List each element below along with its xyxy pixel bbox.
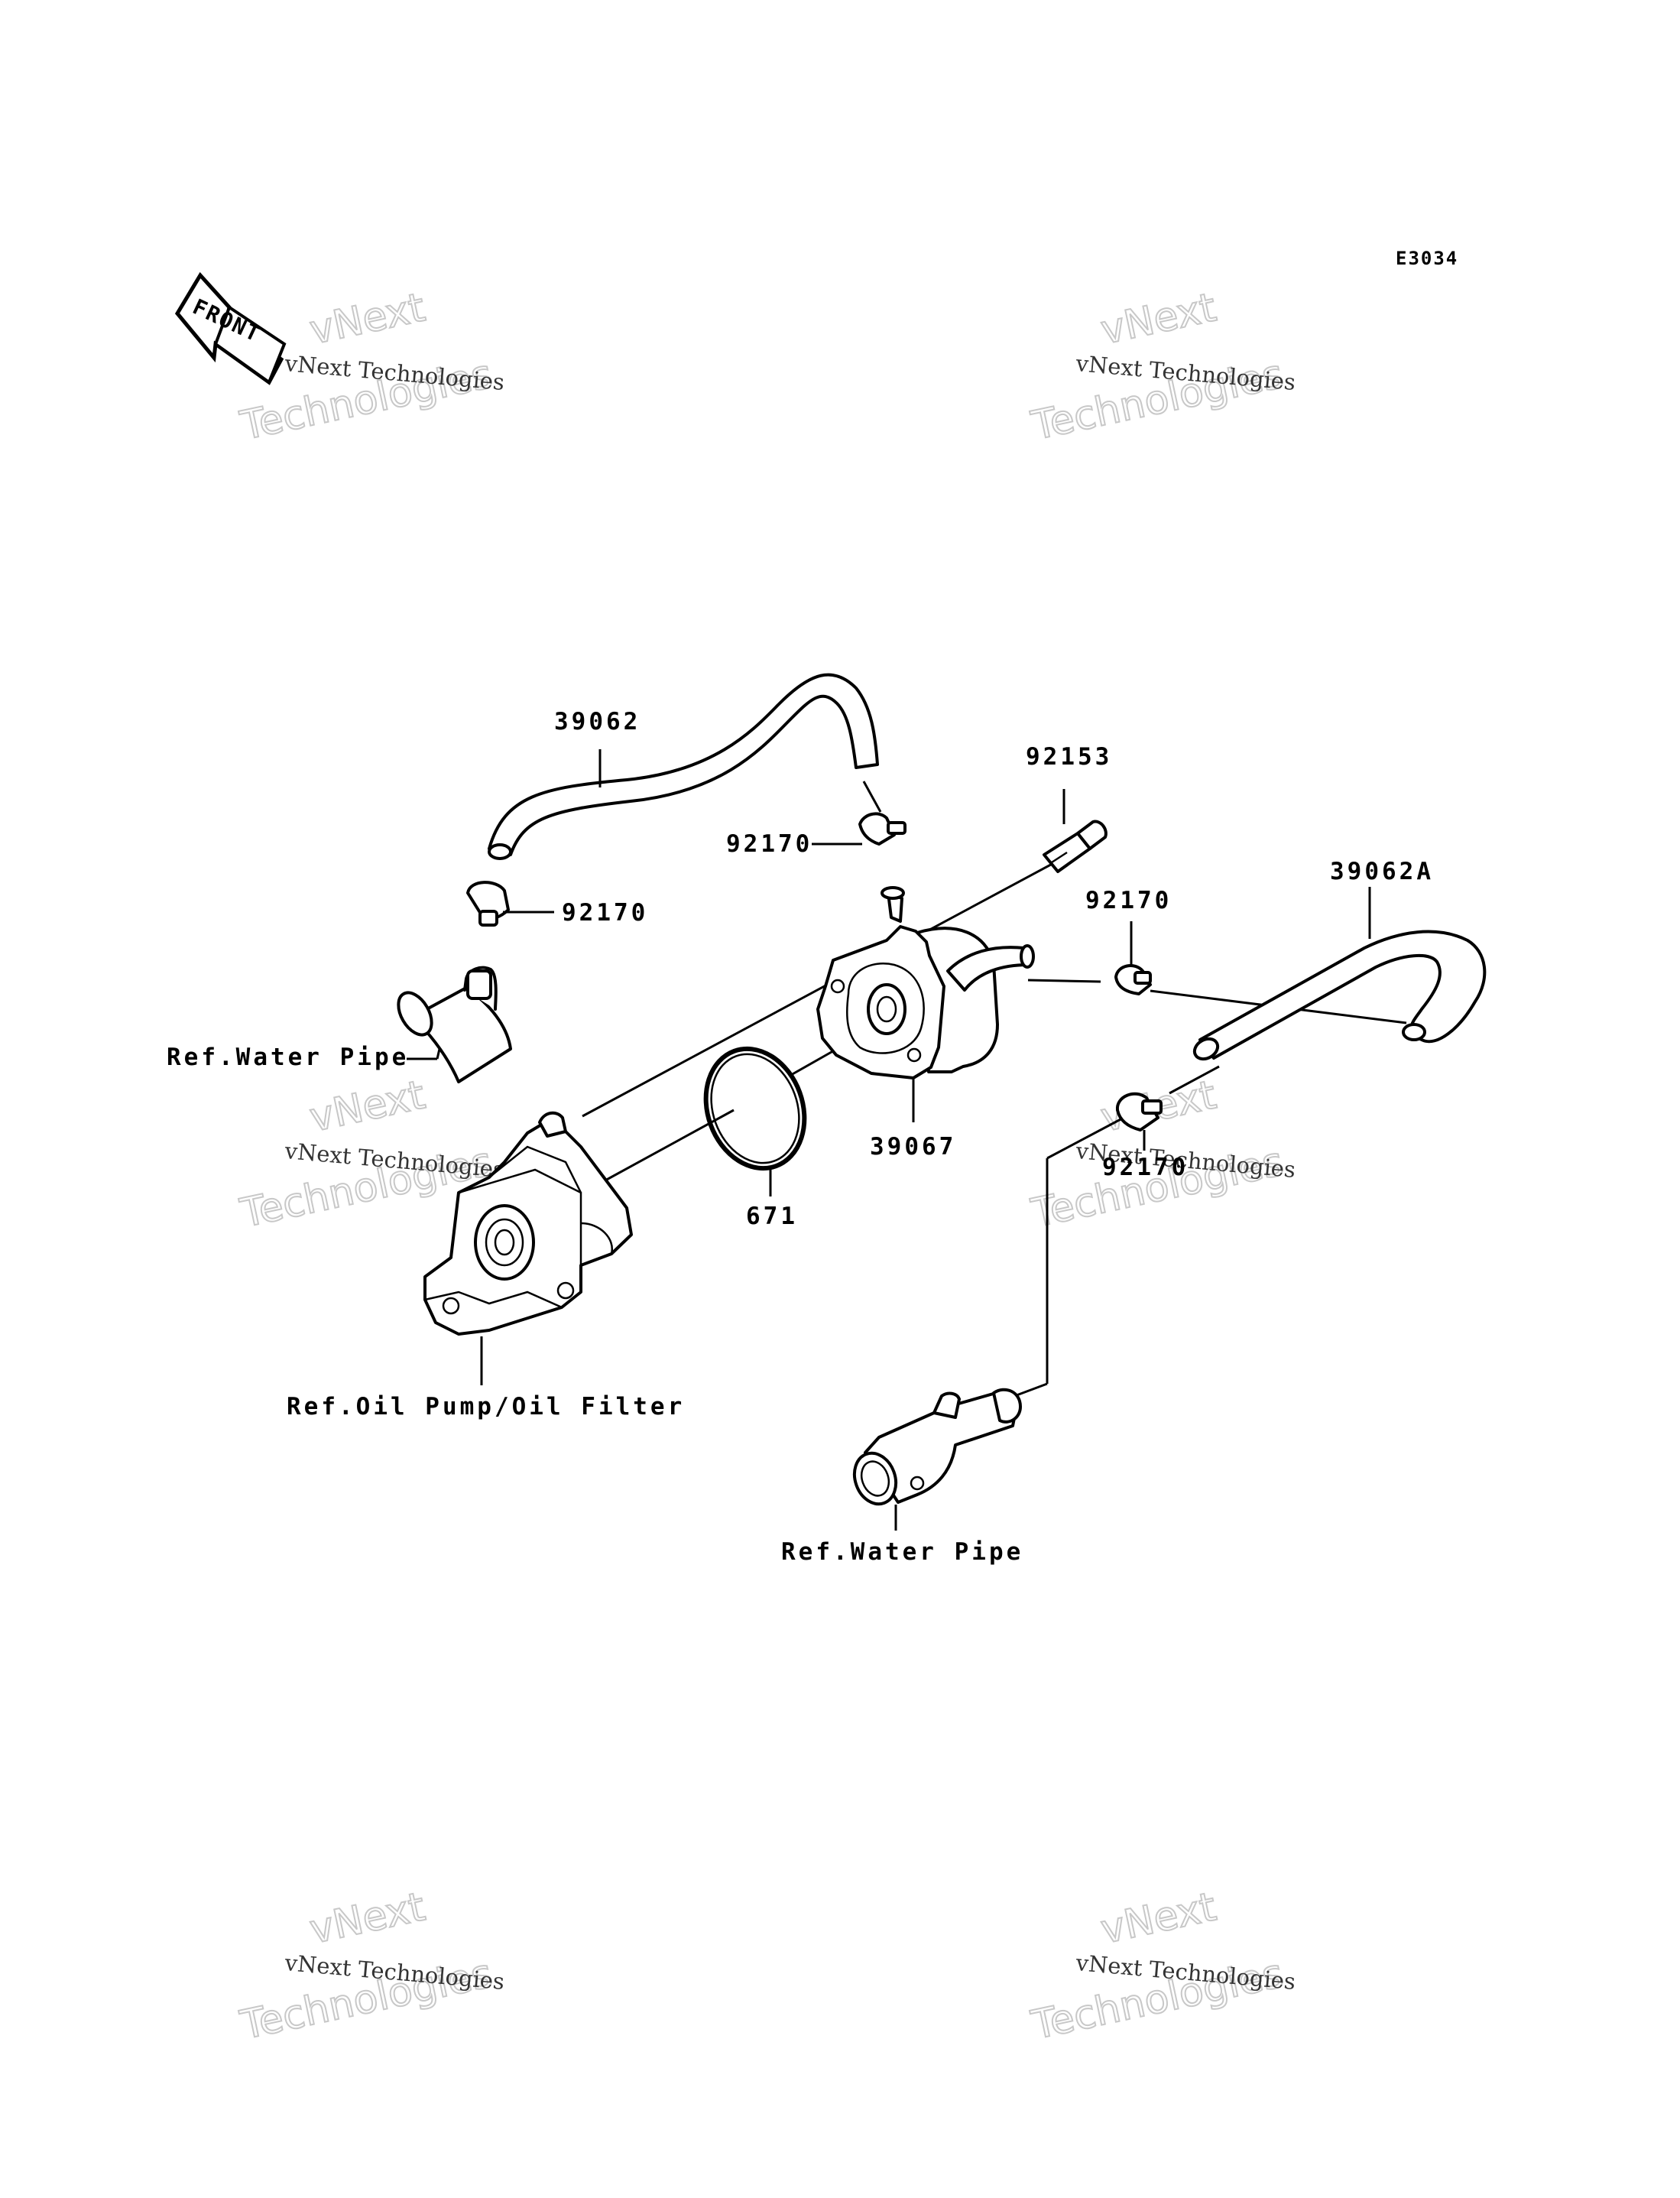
label-92153: 92153 (1026, 743, 1112, 771)
label-92170-right: 92170 (1085, 887, 1172, 914)
water-pipe-left (397, 966, 512, 1083)
watermark-large-1: vNext (1097, 1884, 1220, 1953)
label-92170-left: 92170 (562, 899, 648, 927)
watermark-bottom-right: vNext Technologies vNext Technologies (1026, 1883, 1296, 2049)
hose-39062a (1192, 930, 1487, 1061)
clamp-92170-left (466, 881, 510, 927)
water-pipe-bottom (852, 1388, 1022, 1506)
label-39067: 39067 (870, 1133, 956, 1161)
clamp-92170-right (1114, 964, 1152, 995)
front-arrow-icon: FRONT (174, 271, 287, 385)
oil-cooler-39067 (816, 886, 1035, 1080)
o-ring-671 (703, 1046, 807, 1171)
clamp-92170-lower (1115, 1092, 1163, 1131)
watermark-top-right: vNext Technologies vNext Technologies (1026, 284, 1296, 450)
hose-39062 (488, 673, 879, 860)
watermark-large-1: vNext (1097, 284, 1220, 353)
oil-pump-housing (423, 1111, 633, 1336)
label-671: 671 (746, 1203, 798, 1230)
clamp-92170-top (858, 812, 906, 846)
label-39062a: 39062A (1330, 858, 1434, 885)
bolt-92153 (1043, 820, 1108, 873)
label-ref-water-pipe-bottom: Ref.Water Pipe (781, 1538, 1023, 1566)
watermark-large-1: vNext (306, 284, 429, 353)
leader-lines (407, 749, 1371, 1531)
watermark-large-1: vNext (306, 1884, 429, 1953)
label-92170-top: 92170 (726, 830, 812, 858)
label-ref-oil-pump: Ref.Oil Pump/Oil Filter (287, 1393, 685, 1420)
watermark-large-1: vNext (306, 1072, 429, 1141)
label-92170-lower: 92170 (1102, 1154, 1189, 1181)
watermark-bottom-left: vNext Technologies vNext Technologies (235, 1883, 505, 2049)
label-ref-water-pipe-left: Ref.Water Pipe (167, 1044, 409, 1071)
diagram-code: E3034 (1396, 248, 1458, 269)
label-39062: 39062 (554, 708, 641, 735)
